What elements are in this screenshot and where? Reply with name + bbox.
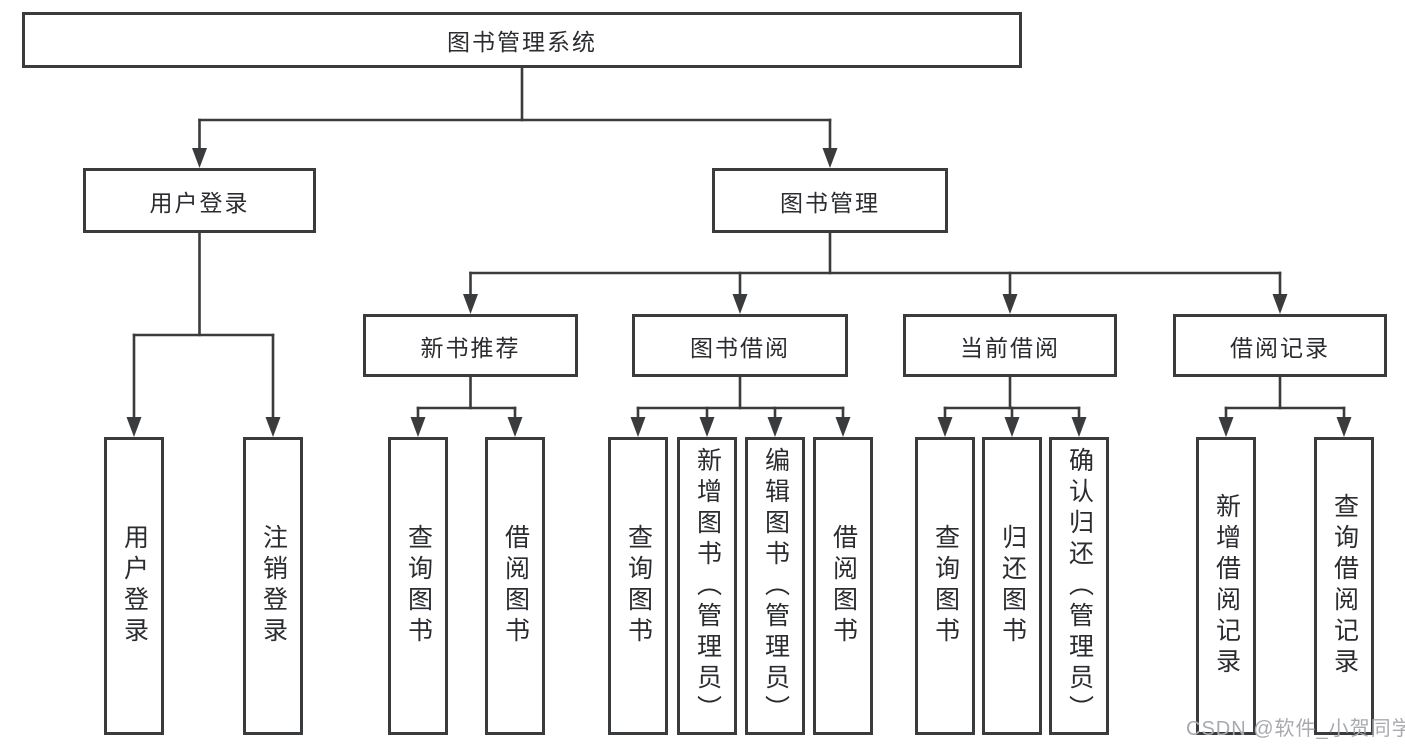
- node-user-login: 用户登录: [83, 168, 316, 233]
- leaf-return-book: 归还图书: [982, 437, 1042, 735]
- watermark: CSDN @软件_小贺同学: [1186, 718, 1405, 740]
- node-label: 用户登录: [120, 524, 149, 648]
- node-label: 图书管理系统: [447, 29, 597, 55]
- node-label: 编辑图书（管理员）: [761, 446, 790, 726]
- node-label: 借阅图书: [829, 524, 858, 648]
- arrowhead: [630, 417, 646, 437]
- leaf-add-borrow-record: 新增借阅记录: [1196, 437, 1256, 735]
- arrowhead: [699, 417, 715, 437]
- leaf-query-book-borrow: 查询图书: [608, 437, 668, 735]
- arrowhead: [937, 417, 953, 437]
- node-label: 新书推荐: [420, 334, 521, 361]
- arrowhead: [1004, 417, 1020, 437]
- node-label: 查询图书: [624, 524, 653, 648]
- arrowhead: [1218, 417, 1234, 437]
- node-label: 查询图书: [931, 524, 960, 648]
- leaf-user-login: 用户登录: [104, 437, 164, 735]
- arrowhead: [192, 148, 207, 168]
- node-book-management: 图书管理: [712, 168, 948, 233]
- leaf-query-book-recommend: 查询图书: [388, 437, 448, 735]
- node-borrow-records: 借阅记录: [1173, 314, 1387, 377]
- node-book-borrow: 图书借阅: [632, 314, 848, 377]
- node-label: 注销登录: [259, 524, 288, 648]
- leaf-query-book-current: 查询图书: [915, 437, 975, 735]
- arrowhead: [410, 417, 426, 437]
- arrowhead: [265, 417, 281, 437]
- node-label: 新增图书（管理员）: [693, 446, 722, 726]
- node-current-borrow: 当前借阅: [903, 314, 1117, 377]
- node-label: 查询借阅记录: [1330, 493, 1359, 679]
- node-library-system: 图书管理系统: [22, 12, 1022, 68]
- leaf-borrow-book-recommend: 借阅图书: [485, 437, 545, 735]
- node-label: 确认归还（管理员）: [1065, 446, 1094, 726]
- node-label: 用户登录: [149, 189, 250, 216]
- leaf-edit-book-admin: 编辑图书（管理员）: [745, 437, 805, 735]
- arrowhead: [507, 417, 523, 437]
- arrowhead: [1002, 294, 1018, 314]
- arrowhead: [732, 294, 748, 314]
- node-label: 新增借阅记录: [1212, 493, 1241, 679]
- arrowhead: [835, 417, 851, 437]
- leaf-query-borrow-record: 查询借阅记录: [1314, 437, 1374, 735]
- arrowhead: [767, 417, 783, 437]
- node-label: 当前借阅: [960, 334, 1060, 361]
- node-label: 查询图书: [404, 524, 433, 648]
- leaf-add-book-admin: 新增图书（管理员）: [677, 437, 737, 735]
- arrowhead: [822, 148, 838, 168]
- leaf-borrow-book: 借阅图书: [813, 437, 873, 735]
- arrowhead: [1272, 294, 1288, 314]
- leaf-confirm-return-admin: 确认归还（管理员）: [1049, 437, 1109, 735]
- node-label: 图书管理: [780, 189, 880, 216]
- node-label: 图书借阅: [690, 334, 790, 361]
- arrowhead: [1071, 417, 1087, 437]
- arrowhead: [463, 294, 478, 314]
- node-label: 借阅图书: [501, 524, 530, 648]
- arrowhead: [1336, 417, 1352, 437]
- leaf-logout-login: 注销登录: [243, 437, 303, 735]
- arrowhead: [126, 417, 142, 437]
- node-label: 归还图书: [998, 524, 1027, 648]
- node-new-book-recommend: 新书推荐: [363, 314, 578, 377]
- node-label: 借阅记录: [1230, 334, 1330, 361]
